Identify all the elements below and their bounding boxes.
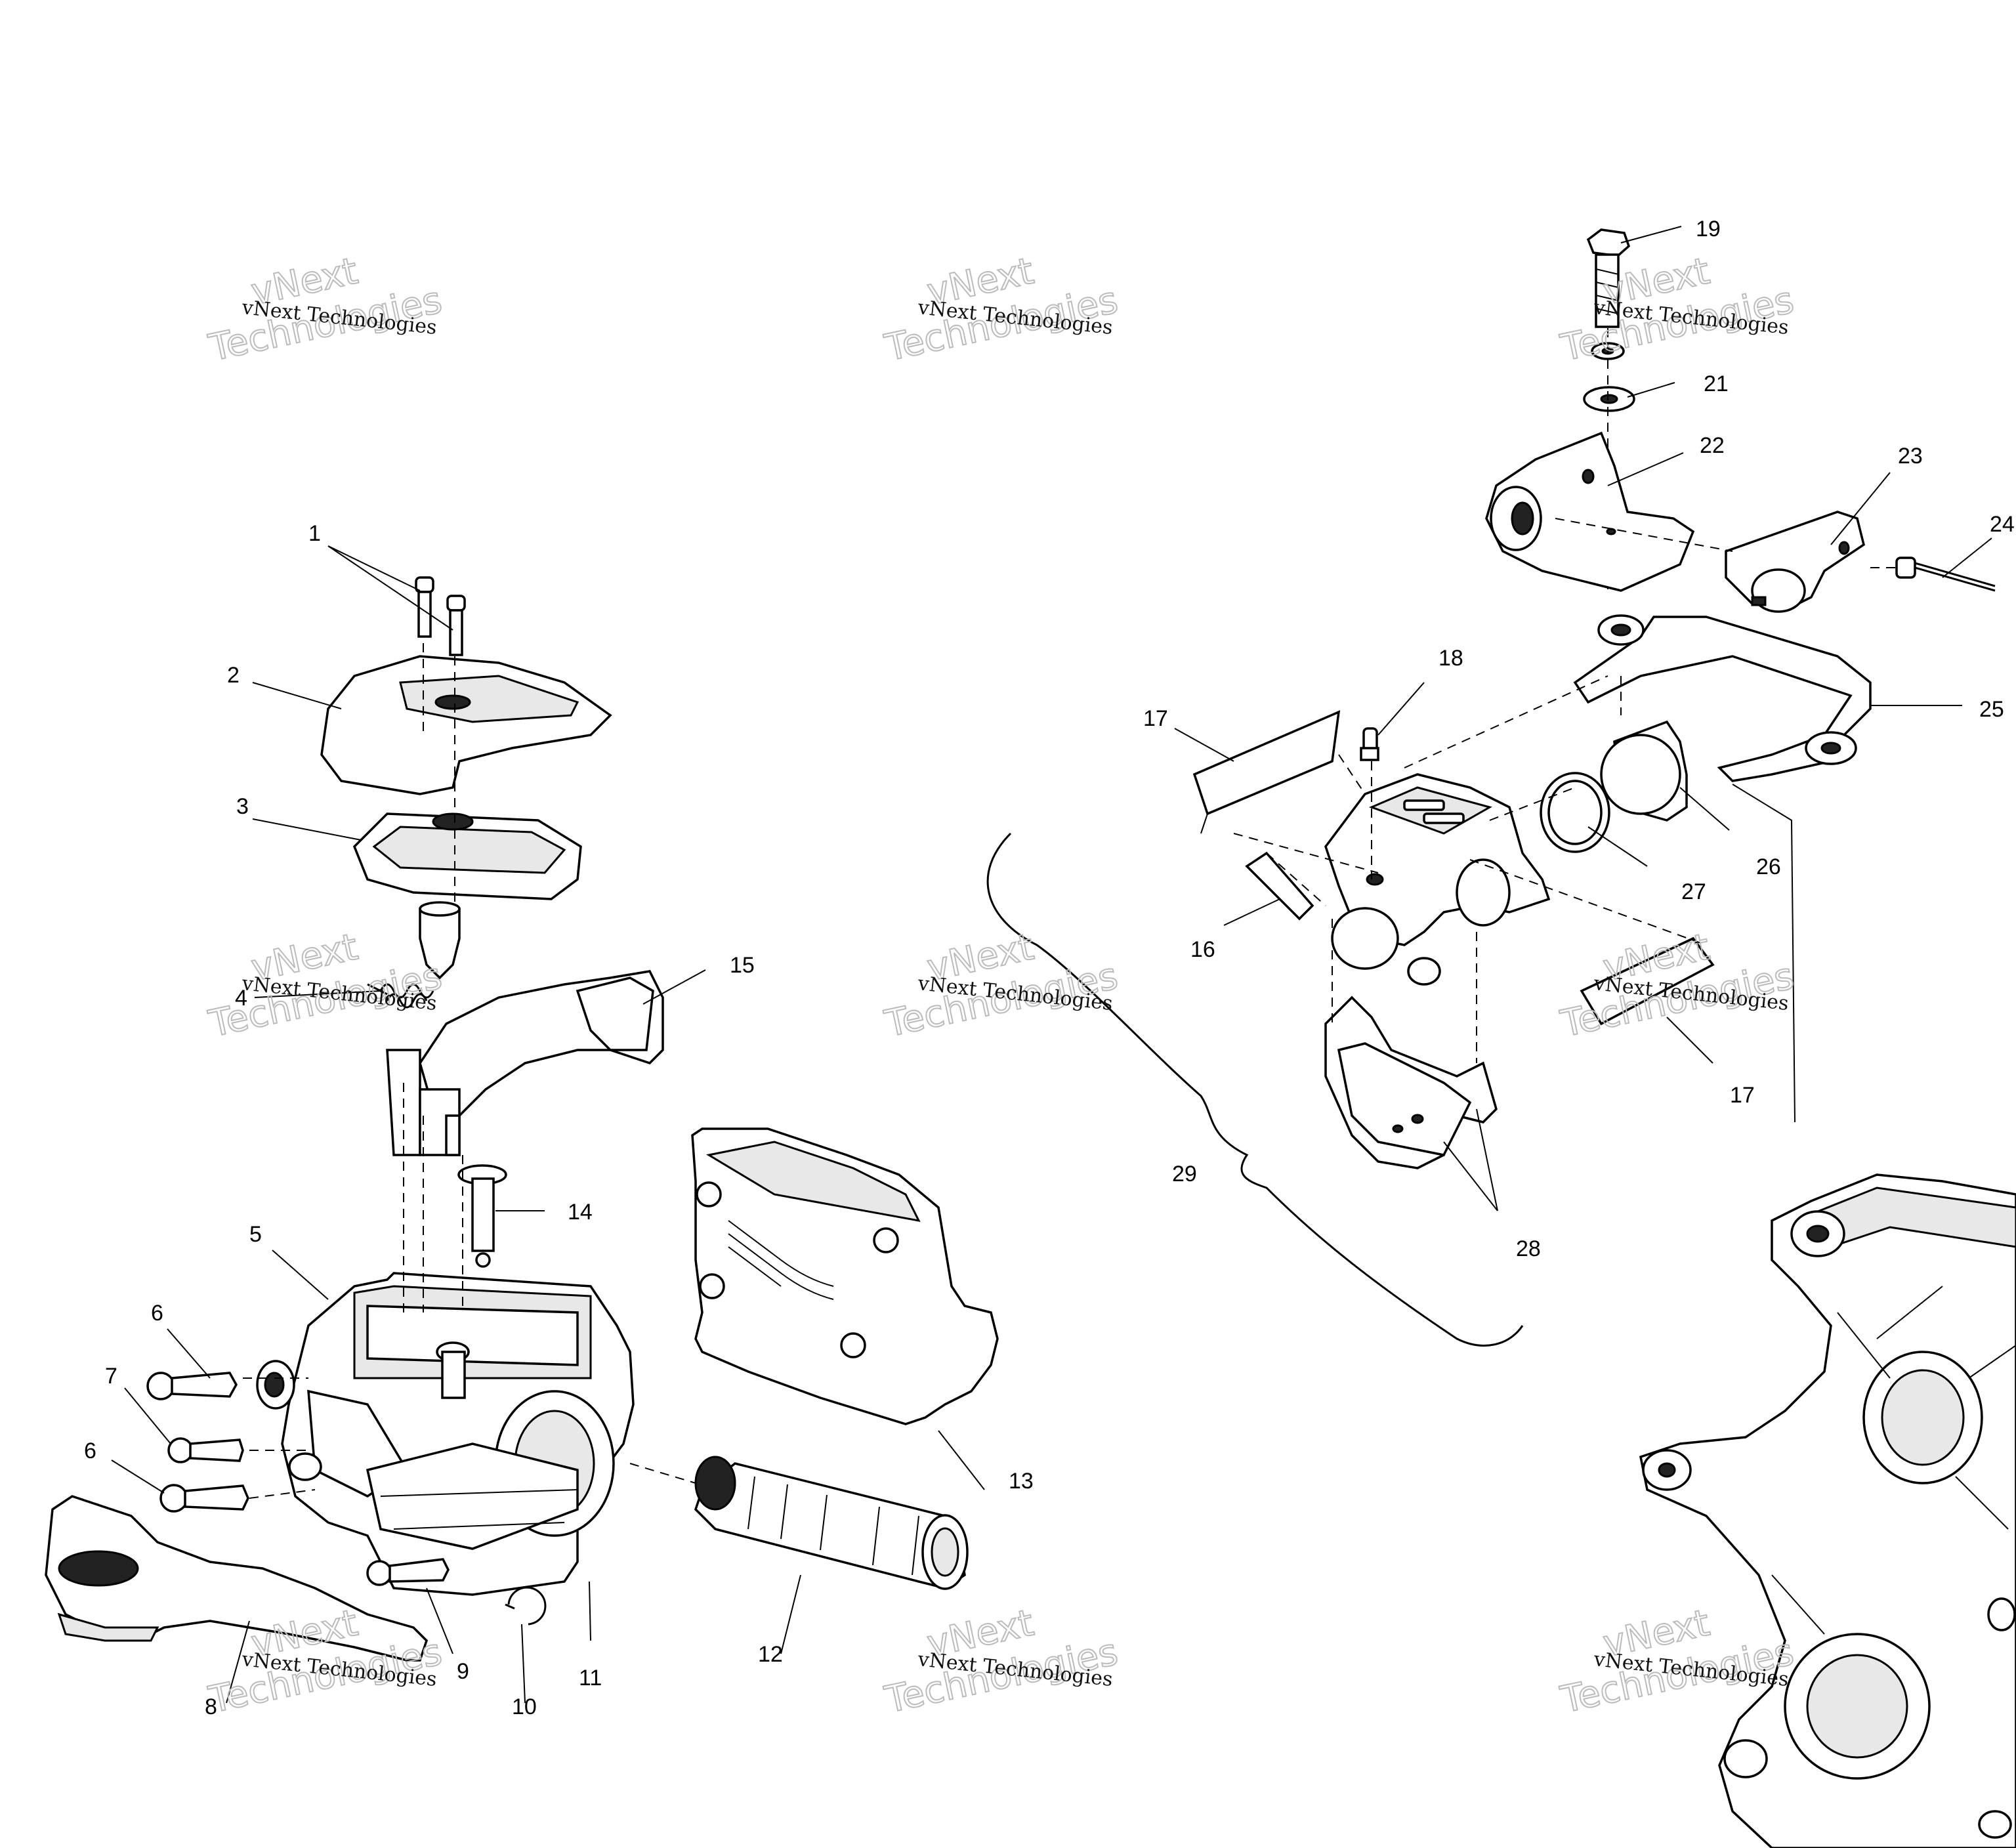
part-gasket-3 <box>352 812 582 900</box>
callout-21: 21 <box>1704 371 1729 396</box>
callout-6a: 6 <box>151 1301 163 1326</box>
part-shim-17a <box>1192 710 1341 834</box>
part-pivot-pin-14 <box>457 1164 507 1268</box>
callout-10: 10 <box>512 1694 537 1719</box>
right-assembly-dashed-lines <box>1233 518 1897 1063</box>
part-throttle-lever-15 <box>386 970 664 1156</box>
part-cover-2 <box>320 655 612 795</box>
bracket-29-brace <box>986 832 1524 1347</box>
part-bleeder-18 <box>1360 727 1379 761</box>
callout-16: 16 <box>1190 937 1215 962</box>
callout-17a: 17 <box>1143 706 1168 731</box>
part-piston-boot <box>419 901 461 980</box>
watermark: vNext Technologies <box>1557 249 1798 371</box>
callout-4: 4 <box>235 986 247 1011</box>
callout-8: 8 <box>205 1694 217 1719</box>
callout-27: 27 <box>1681 879 1706 904</box>
callout-1: 1 <box>308 521 321 546</box>
callout-14: 14 <box>568 1200 593 1225</box>
part-bracket-22 <box>1485 431 1695 592</box>
watermark: vNext Technologies <box>881 1601 1122 1723</box>
callout-5: 5 <box>249 1222 262 1247</box>
part-circlip-10 <box>505 1586 547 1626</box>
callout-7: 7 <box>105 1364 117 1389</box>
part-hub-casting <box>1639 1173 2016 1848</box>
part-caliper-body <box>1245 773 1551 986</box>
callout-22: 22 <box>1700 433 1725 458</box>
callout-25: 25 <box>1979 697 2004 722</box>
callout-6b: 6 <box>84 1438 96 1463</box>
left-assembly-dashed-lines <box>243 643 696 1499</box>
callout-2: 2 <box>227 663 240 688</box>
callout-26: 26 <box>1756 854 1781 879</box>
part-pin-bracket-23 <box>1725 511 1865 613</box>
part-frame-25 <box>1573 614 1872 782</box>
callout-11: 11 <box>579 1666 602 1690</box>
watermark: vNext Technologies <box>205 249 446 371</box>
callout-23: 23 <box>1898 444 1923 469</box>
callout-29: 29 <box>1172 1162 1197 1186</box>
callout-13: 13 <box>1009 1469 1034 1494</box>
callout-28: 28 <box>1516 1236 1541 1261</box>
callout-12: 12 <box>758 1642 783 1667</box>
watermark: vNext Technologies <box>881 249 1122 371</box>
part-bolt-19 <box>1586 228 1631 328</box>
callout-labels: 1 2 3 4 5 6 7 6 8 9 10 11 12 13 14 15 16… <box>84 217 2015 1719</box>
callout-24: 24 <box>1990 512 2015 537</box>
part-tube-12 <box>694 1456 969 1590</box>
part-clamp-13 <box>691 1127 999 1425</box>
callout-19: 19 <box>1696 217 1721 242</box>
part-bolts-6-7 <box>146 1372 450 1586</box>
part-pin-24 <box>1895 556 1996 592</box>
part-seal-27 <box>1540 772 1610 853</box>
part-pads-28 <box>1324 996 1498 1169</box>
callout-17b: 17 <box>1730 1083 1755 1108</box>
part-brake-lever-8 <box>45 1495 429 1662</box>
callout-18: 18 <box>1438 646 1463 671</box>
watermark: vNext Technologies <box>881 925 1122 1047</box>
part-piston-26 <box>1600 720 1688 822</box>
part-shim-17b <box>1580 936 1715 1026</box>
leader-lines <box>111 226 1992 1704</box>
callout-9: 9 <box>457 1659 469 1684</box>
right-assembly <box>986 228 1996 1347</box>
callout-3: 3 <box>236 794 249 819</box>
callout-15: 15 <box>730 953 755 978</box>
left-assembly <box>45 576 999 1662</box>
part-spring-4 <box>367 983 434 1009</box>
part-housing-5 <box>256 1272 635 1596</box>
watermark: vNext Technologies <box>205 925 446 1047</box>
